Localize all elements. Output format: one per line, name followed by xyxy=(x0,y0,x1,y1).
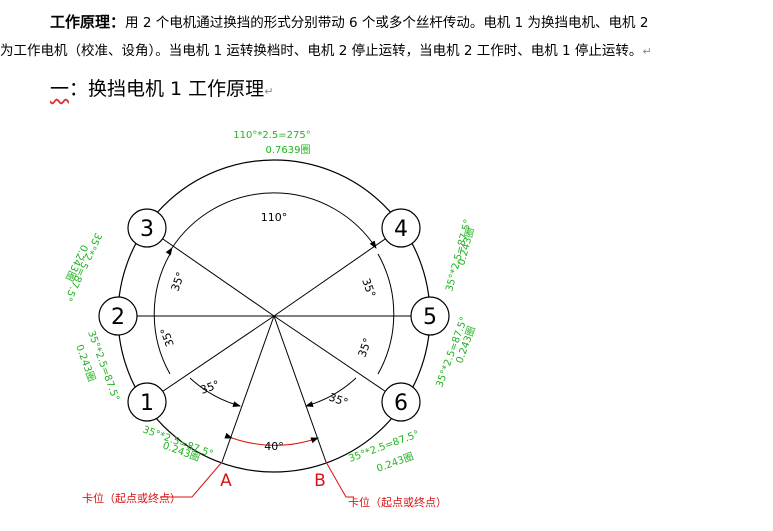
section-heading: 一：换挡电机 1 工作原理↵ xyxy=(50,74,273,101)
arc-40 xyxy=(224,432,319,446)
intro-colon: ： xyxy=(110,13,126,31)
position-4-label: 4 xyxy=(394,217,408,242)
arc-right-top xyxy=(377,253,395,375)
position-2: 2 xyxy=(98,296,138,336)
position-1: 1 xyxy=(127,382,167,422)
arc-110 xyxy=(165,192,377,256)
intro-lead: 工作原理 xyxy=(50,13,111,31)
spoke-1 xyxy=(146,315,275,403)
angle-left-top-label: 35° xyxy=(169,270,188,293)
position-4: 4 xyxy=(381,208,421,248)
angle-right-bottom-label: 35° xyxy=(327,391,350,410)
arc-right-bottom xyxy=(305,377,357,407)
position-5-label: 5 xyxy=(423,305,437,330)
heading-text: ：换挡电机 1 工作原理 xyxy=(69,78,265,100)
position-6-label: 6 xyxy=(394,391,408,416)
angle-right-top-label: 35° xyxy=(359,277,378,300)
position-1-label: 1 xyxy=(140,391,154,416)
top-formula: 110°*2.5=275° xyxy=(233,130,310,141)
position-3-label: 3 xyxy=(140,217,154,242)
top-turns: 0.7639圈 xyxy=(266,144,311,156)
left-upper-formula: 35°*2.5=87.5° xyxy=(62,231,103,303)
spoke-6 xyxy=(273,315,402,403)
angle-bottom-label: 40° xyxy=(264,440,284,453)
position-3: 3 xyxy=(127,208,167,248)
intro-text-b: 为工作电机（校准、设角）。当电机 1 运转换档时、电机 2 停止运转，当电机 2… xyxy=(0,43,643,59)
angle-left-bottom-label: 35° xyxy=(199,378,222,397)
spoke-b xyxy=(273,315,327,463)
point-a-label: A xyxy=(220,471,232,491)
position-5: 5 xyxy=(410,296,450,336)
intro-line-1: 工作原理：用 2 个电机通过换挡的形式分别带动 6 个或多个丝杆传动。电机 1 … xyxy=(0,8,773,37)
arc-left-top xyxy=(153,253,171,375)
angle-left-mid-label: 35° xyxy=(158,326,177,349)
leader-a xyxy=(160,461,223,498)
heading-paragraph-mark-icon: ↵ xyxy=(264,85,274,98)
point-b-label: B xyxy=(314,471,326,491)
arc-left-bottom xyxy=(189,377,241,407)
angle-right-mid-label: 35° xyxy=(356,336,375,359)
paragraph-mark-icon: ↵ xyxy=(642,45,652,58)
position-2-label: 2 xyxy=(111,305,125,330)
bottom-right-turns: 0.243圈 xyxy=(375,450,415,474)
spoke-a xyxy=(221,315,275,463)
spoke-4 xyxy=(273,227,402,317)
detent-label-b: 卡位（起点或终点） xyxy=(348,495,447,509)
position-6: 6 xyxy=(381,382,421,422)
intro-paragraph: 工作原理：用 2 个电机通过换挡的形式分别带动 6 个或多个丝杆传动。电机 1 … xyxy=(0,8,773,66)
detent-label-a: 卡位（起点或终点） xyxy=(82,491,181,505)
intro-text-a: 用 2 个电机通过换挡的形式分别带动 6 个或多个丝杆传动。电机 1 为换挡电机… xyxy=(125,15,649,31)
heading-number: 一 xyxy=(50,78,70,100)
spoke-3 xyxy=(146,227,275,317)
angle-top-label: 110° xyxy=(261,211,288,224)
leader-b xyxy=(325,461,354,498)
